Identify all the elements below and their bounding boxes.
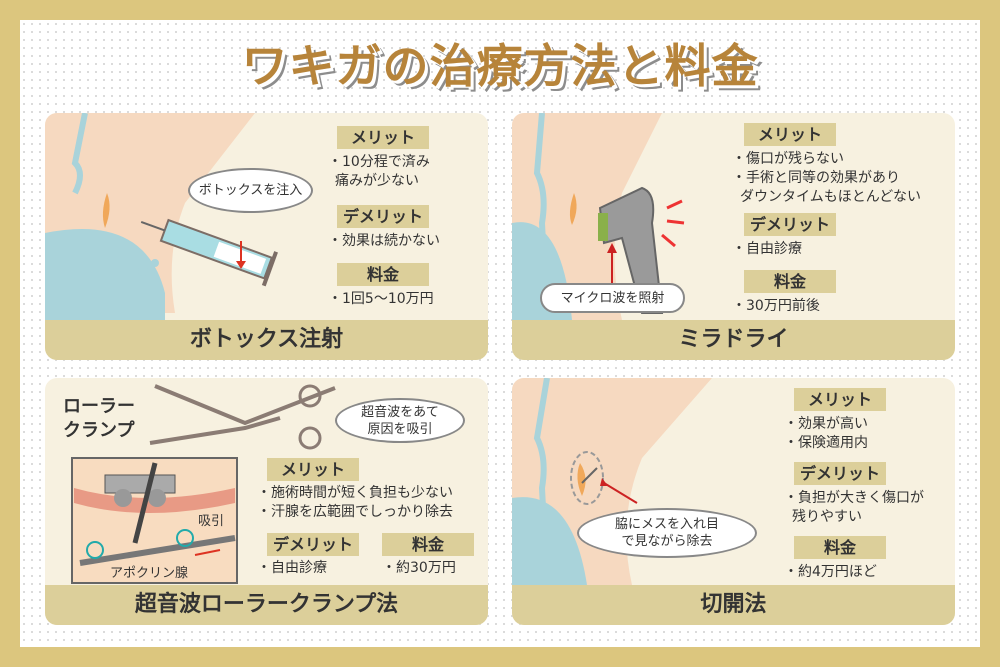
merit-line: ・10分程で済み [328,154,430,170]
price-tag: 料金 [337,263,429,286]
price-tag: 料金 [744,270,836,293]
card-roller-clamp: ローラークランプ 吸引 アポクリン腺 超音波をあて原因を吸引 メリット ・施術時… [45,378,488,625]
merit-line: ・手術と同等の効果があり [732,170,900,186]
price-tag: 料金 [382,533,474,556]
demerit-tag: デメリット [267,533,359,556]
price-value: ・30万円前後 [732,298,820,314]
page-title: ワキガの治療方法と料金 [241,39,759,93]
demerit-line: ・効果は続かない [328,233,440,249]
card-title: ボトックス注射 [45,320,488,360]
demerit-line: ・自由診療 [257,560,327,576]
price-value: ・約4万円ほど [784,564,877,580]
roller-clamp-bubble: 超音波をあて原因を吸引 [335,398,465,443]
incision-illustration [512,378,712,586]
roller-clamp-label: ローラークランプ [63,396,135,441]
merit-line: ・保険適用内 [784,435,868,451]
card-title: 切開法 [512,585,955,625]
merit-tag: メリット [744,123,836,146]
card-title: 超音波ローラークランプ法 [45,585,488,625]
merit-tag: メリット [794,388,886,411]
merit-line: 痛みが少ない [335,173,419,189]
botox-illustration [45,113,278,320]
merit-line: ・傷口が残らない [732,151,844,167]
card-title: ミラドライ [512,320,955,360]
card-incision: 脇にメスを入れ目で見ながら除去 メリット ・効果が高い ・保険適用内 デメリット… [512,378,955,625]
roller-clamp-illustration [71,384,336,584]
apocrine-gland-label: アポクリン腺 [110,566,189,581]
demerit-tag: デメリット [337,205,429,228]
demerit-tag: デメリット [794,462,886,485]
merit-line: ・施術時間が短く負担も少ない [257,485,453,501]
merit-line: ・効果が高い [784,416,868,432]
merit-tag: メリット [337,126,429,149]
botox-bubble: ボトックスを注入 [188,168,313,213]
merit-tag: メリット [267,458,359,481]
demerit-line: ・負担が大きく傷口が [784,490,924,506]
miradry-bubble: マイクロ波を照射 [540,283,685,313]
demerit-tag: デメリット [744,213,836,236]
card-botox: ボトックスを注入 メリット ・10分程で済み 痛みが少ない デメリット ・効果は… [45,113,488,360]
price-tag: 料金 [794,536,886,559]
demerit-line: ・自由診療 [732,241,802,257]
incision-bubble: 脇にメスを入れ目で見ながら除去 [577,508,757,558]
card-miradry: マイクロ波を照射 メリット ・傷口が残らない ・手術と同等の効果があり ダウンタ… [512,113,955,360]
merit-line: ダウンタイムもほとんどない [740,189,922,205]
suction-label: 吸引 [198,514,225,529]
demerit-line: 残りやすい [792,509,862,525]
price-value: ・1回5〜10万円 [328,291,434,307]
miradry-illustration [512,113,685,321]
merit-line: ・汗腺を広範囲でしっかり除去 [257,504,453,520]
price-value: ・約30万円 [382,560,456,576]
